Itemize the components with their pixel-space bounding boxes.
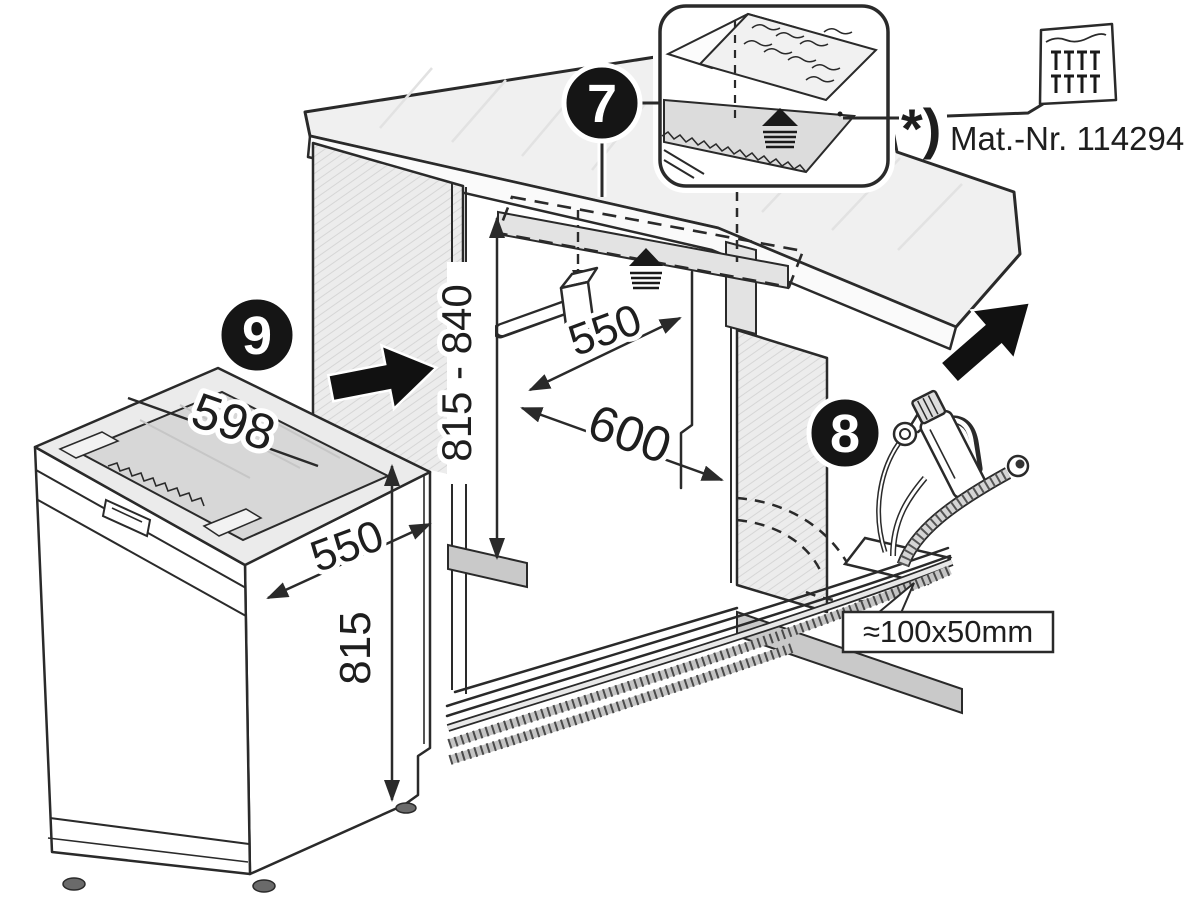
step9-number: 9 xyxy=(242,306,272,366)
worktop-chipboard-core xyxy=(698,12,878,102)
appliance-foot xyxy=(395,802,417,814)
appliance-height-dimension: 815 xyxy=(331,611,380,684)
step8-number: 8 xyxy=(830,404,860,464)
callout-step9: 9 xyxy=(216,294,298,376)
push-direction-icon xyxy=(629,248,663,290)
door-seal-serration xyxy=(107,461,205,507)
right-cabinet-wall xyxy=(735,328,829,614)
detail-inset: *) Mat.-Nr. 114294 xyxy=(653,0,1184,262)
step7-number: 7 xyxy=(587,74,617,134)
floor-edge xyxy=(453,606,739,694)
right-plinth xyxy=(736,610,963,715)
appliance-foot xyxy=(252,879,276,893)
niche-right-edge xyxy=(679,270,694,490)
appliance-foot xyxy=(62,877,86,891)
cutout-size-callout: ≈100x50mm xyxy=(841,582,1055,654)
worktop-front-edge xyxy=(306,134,958,351)
callout-step7: 7 xyxy=(561,62,661,197)
push-in-arrow xyxy=(326,343,439,412)
drain-hose-end-icon xyxy=(1006,454,1030,478)
push-direction-icon-inset xyxy=(762,108,798,149)
niche-width-dimension: 600 xyxy=(581,393,679,474)
niche xyxy=(447,240,963,715)
cutout-size-label: ≈100x50mm xyxy=(863,614,1033,649)
worktop-direction-arrow xyxy=(938,300,1032,385)
floor-hose-bundle xyxy=(445,546,954,765)
plate-serrated-edge xyxy=(661,130,807,173)
chipboard-texture xyxy=(743,24,853,83)
niche-height-dimension: 815 - 840 xyxy=(433,284,480,461)
material-number-label: Mat.-Nr. 114294 xyxy=(950,120,1184,157)
callout-step8: 8 xyxy=(806,394,884,472)
footnote-ref-mark: *) xyxy=(901,97,941,160)
sealing-strip-bag-icon xyxy=(1038,22,1118,106)
connection-set xyxy=(876,389,1030,568)
